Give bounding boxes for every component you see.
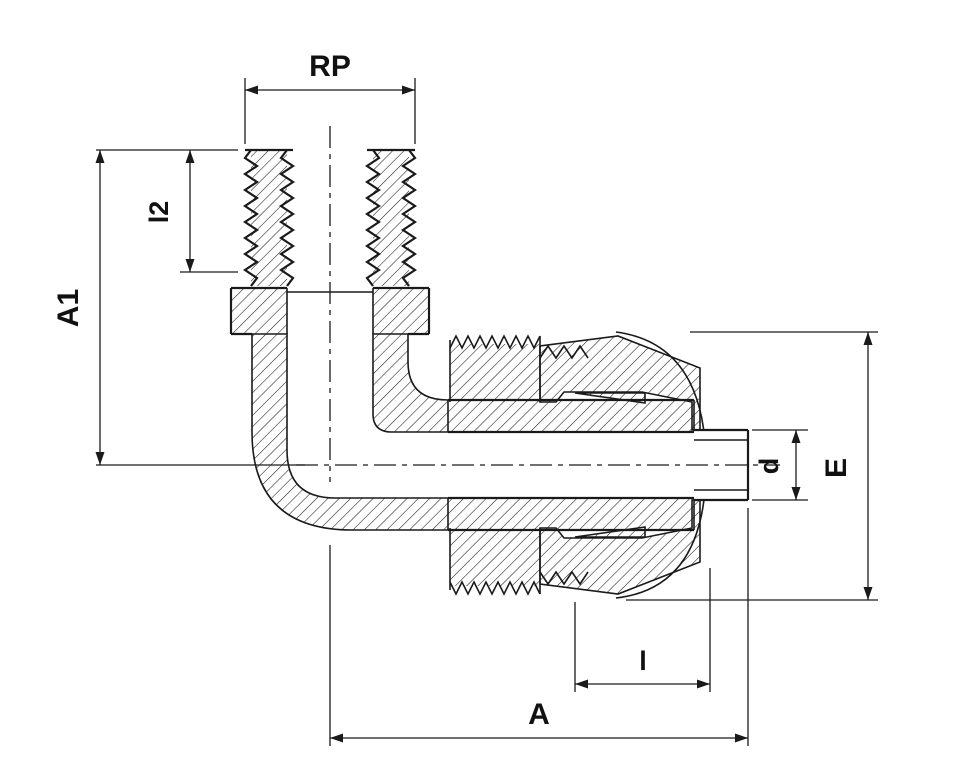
dim-label-l: l [639,646,647,676]
centerlines [296,126,780,482]
dimension-a1: A1 [52,150,305,466]
dim-label-rp: RP [309,50,351,83]
dimension-d: d [752,429,808,501]
dim-label-a1: A1 [52,289,85,327]
dim-label-l2: l2 [144,201,174,224]
compression-nut [539,331,707,599]
body-flange [449,334,541,596]
nut-thread-top [539,344,589,360]
dimension-rp: RP [244,50,416,144]
body-tube [448,398,695,532]
dim-label-a: A [528,698,550,731]
collar [229,286,431,336]
dim-label-d: d [754,458,784,475]
nut-thread-bottom [539,570,589,586]
dimension-l: l [574,568,711,692]
dim-label-e: E [820,458,853,478]
elbow-body [251,333,449,531]
dimension-e: E [626,331,878,601]
dimension-l2: l2 [96,149,238,273]
dimension-a: A [329,508,749,746]
grip-ring-bottom [574,526,646,538]
threaded-inlet [243,148,417,287]
grip-ring-top [574,392,646,404]
